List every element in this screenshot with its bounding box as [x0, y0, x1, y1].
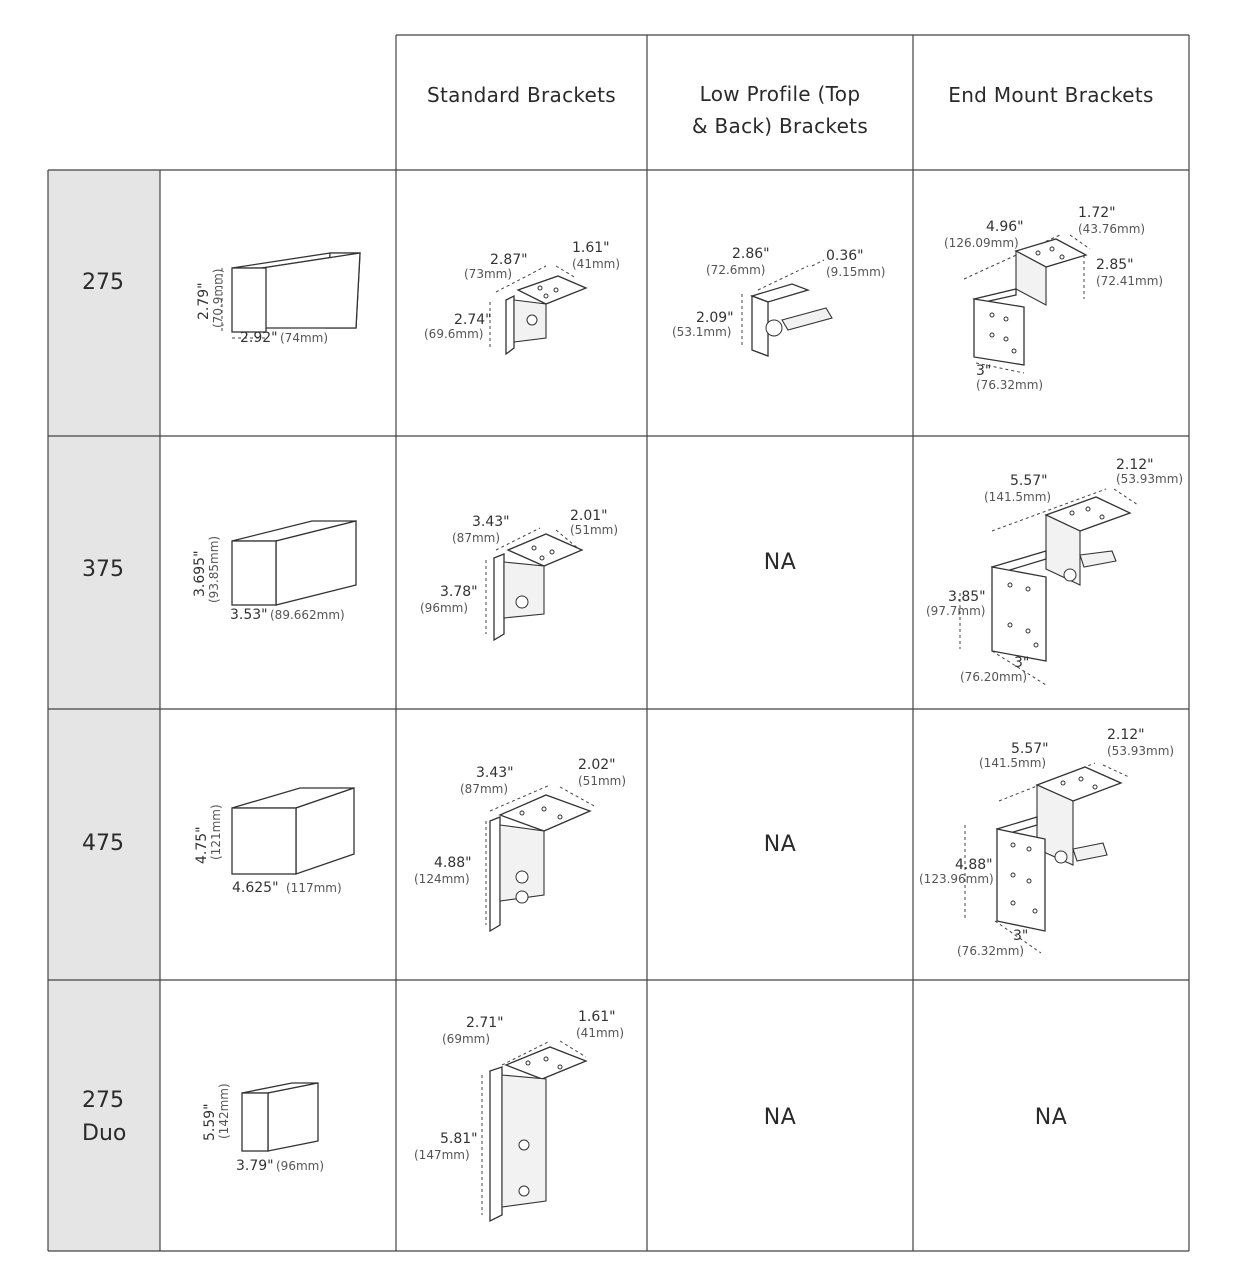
svg-text:(51mm): (51mm)	[570, 523, 618, 537]
svg-text:5.57": 5.57"	[1011, 741, 1049, 757]
profile-475-drawing: 4.75" (121mm) 4.625" (117mm)	[194, 787, 355, 896]
svg-text:3": 3"	[1013, 928, 1028, 944]
row-label-275: 275	[82, 269, 124, 295]
svg-text:(96mm): (96mm)	[276, 1159, 324, 1173]
svg-text:5.81": 5.81"	[440, 1131, 478, 1147]
svg-text:(73mm): (73mm)	[464, 267, 512, 281]
svg-text:5.59": 5.59"	[202, 1103, 218, 1141]
row-label-column-bg	[48, 170, 160, 1251]
svg-text:(93.85mm): (93.85mm)	[207, 536, 221, 603]
svg-text:(72.6mm): (72.6mm)	[706, 263, 765, 277]
svg-text:4.96": 4.96"	[986, 219, 1024, 235]
svg-text:(41mm): (41mm)	[576, 1026, 624, 1040]
svg-text:3.53": 3.53"	[230, 607, 268, 623]
svg-text:(51mm): (51mm)	[578, 774, 626, 788]
svg-text:5.57": 5.57"	[1010, 473, 1048, 489]
row-label-475: 475	[82, 830, 124, 856]
svg-text:3.78": 3.78"	[440, 584, 478, 600]
svg-text:(141.5mm): (141.5mm)	[984, 490, 1051, 504]
svg-text:(53.93mm): (53.93mm)	[1107, 744, 1174, 758]
svg-text:(89.662mm): (89.662mm)	[270, 608, 345, 622]
end-mount-bracket-475-drawing: 5.57" (141.5mm) 2.12" (53.93mm) 4.88" (1…	[919, 727, 1174, 958]
svg-text:(53.93mm): (53.93mm)	[1116, 472, 1183, 486]
svg-text:2.79": 2.79"	[196, 282, 212, 320]
svg-text:(69.6mm): (69.6mm)	[424, 327, 483, 341]
svg-text:2.71": 2.71"	[466, 1015, 504, 1031]
svg-text:1.61": 1.61"	[578, 1009, 616, 1025]
profile-375-drawing: 3.695" (93.85mm) 3.53" (89.662mm)	[192, 520, 357, 623]
svg-text:2.87": 2.87"	[490, 252, 528, 268]
svg-text:4.75": 4.75"	[194, 826, 210, 864]
svg-text:(87mm): (87mm)	[452, 531, 500, 545]
svg-text:(70.9mm): (70.9mm)	[211, 269, 225, 328]
svg-text:2.74": 2.74"	[454, 312, 492, 328]
svg-text:3.43": 3.43"	[472, 514, 510, 530]
svg-text:(72.41mm): (72.41mm)	[1096, 274, 1163, 288]
svg-text:1.72": 1.72"	[1078, 205, 1116, 221]
svg-text:3": 3"	[1014, 655, 1029, 671]
svg-text:(147mm): (147mm)	[414, 1148, 470, 1162]
svg-text:3.695": 3.695"	[192, 550, 208, 597]
na-low-profile-275-duo: NA	[763, 1105, 797, 1130]
svg-text:(141.5mm): (141.5mm)	[979, 756, 1046, 770]
svg-text:2.02": 2.02"	[578, 757, 616, 773]
svg-text:(97.7mm): (97.7mm)	[926, 604, 985, 618]
svg-text:(74mm): (74mm)	[280, 331, 328, 345]
svg-text:4.88": 4.88"	[955, 857, 993, 873]
standard-bracket-275-drawing: 2.87" (73mm) 1.61" (41mm) 2.74" (69.6mm)	[424, 240, 620, 356]
svg-text:3.43": 3.43"	[476, 765, 514, 781]
na-end-mount-275-duo: NA	[1034, 1105, 1068, 1130]
svg-text:2.01": 2.01"	[570, 508, 608, 524]
svg-text:3": 3"	[976, 363, 991, 379]
svg-text:3.79": 3.79"	[236, 1158, 274, 1174]
svg-text:(9.15mm): (9.15mm)	[826, 265, 885, 279]
svg-text:(126.09mm): (126.09mm)	[944, 236, 1019, 250]
svg-text:(41mm): (41mm)	[572, 257, 620, 271]
svg-text:(69mm): (69mm)	[442, 1032, 490, 1046]
svg-text:2.09": 2.09"	[696, 310, 734, 326]
svg-text:(117mm): (117mm)	[286, 881, 342, 895]
svg-text:1.61": 1.61"	[572, 240, 610, 256]
svg-text:2.12": 2.12"	[1107, 727, 1145, 743]
svg-text:2.92": 2.92"	[240, 330, 278, 346]
header-low-profile-brackets: Low Profile (Top& Back) Brackets	[691, 82, 869, 138]
row-label-375: 375	[82, 556, 124, 582]
low-profile-bracket-275-drawing: 2.86" (72.6mm) 0.36" (9.15mm) 2.09" (53.…	[672, 246, 885, 357]
svg-text:(76.32mm): (76.32mm)	[976, 378, 1043, 392]
header-end-mount-brackets: End Mount Brackets	[948, 83, 1154, 107]
svg-text:(76.32mm): (76.32mm)	[957, 944, 1024, 958]
standard-bracket-475-drawing: 3.43" (87mm) 2.02" (51mm) 4.88" (124mm)	[414, 757, 626, 933]
svg-text:(121mm): (121mm)	[209, 804, 223, 860]
end-mount-bracket-275-drawing: 4.96" (126.09mm) 1.72" (43.76mm) 2.85" (…	[944, 205, 1163, 392]
svg-text:(76.20mm): (76.20mm)	[960, 670, 1027, 684]
header-standard-brackets: Standard Brackets	[426, 83, 617, 107]
na-low-profile-475: NA	[763, 831, 797, 857]
svg-text:2.85": 2.85"	[1096, 257, 1134, 273]
svg-text:(124mm): (124mm)	[414, 872, 470, 886]
svg-text:(142mm): (142mm)	[217, 1083, 231, 1139]
svg-text:4.88": 4.88"	[434, 855, 472, 871]
svg-text:2.86": 2.86"	[732, 246, 770, 262]
svg-text:(123.96mm): (123.96mm)	[919, 872, 994, 886]
svg-text:4.625": 4.625"	[232, 880, 279, 896]
svg-text:3.85": 3.85"	[948, 589, 986, 605]
na-low-profile-375: NA	[763, 549, 797, 575]
svg-text:(87mm): (87mm)	[460, 782, 508, 796]
standard-bracket-375-drawing: 3.43" (87mm) 2.01" (51mm) 3.78" (96mm)	[420, 508, 618, 642]
svg-text:2.12": 2.12"	[1116, 457, 1154, 473]
svg-text:(53.1mm): (53.1mm)	[672, 325, 731, 339]
profile-275-drawing: 2.79" (70.9mm) 2.92" (74mm)	[196, 252, 361, 346]
svg-text:(96mm): (96mm)	[420, 601, 468, 615]
profile-275-duo-drawing: 5.59" (142mm) 3.79" (96mm)	[202, 1082, 324, 1174]
standard-bracket-275-duo-drawing: 2.71" (69mm) 1.61" (41mm) 5.81" (147mm)	[414, 1009, 624, 1223]
svg-text:0.36": 0.36"	[826, 248, 864, 264]
svg-text:(43.76mm): (43.76mm)	[1078, 222, 1145, 236]
end-mount-bracket-375-drawing: 5.57" (141.5mm) 2.12" (53.93mm) 3.85" (9…	[926, 457, 1183, 686]
